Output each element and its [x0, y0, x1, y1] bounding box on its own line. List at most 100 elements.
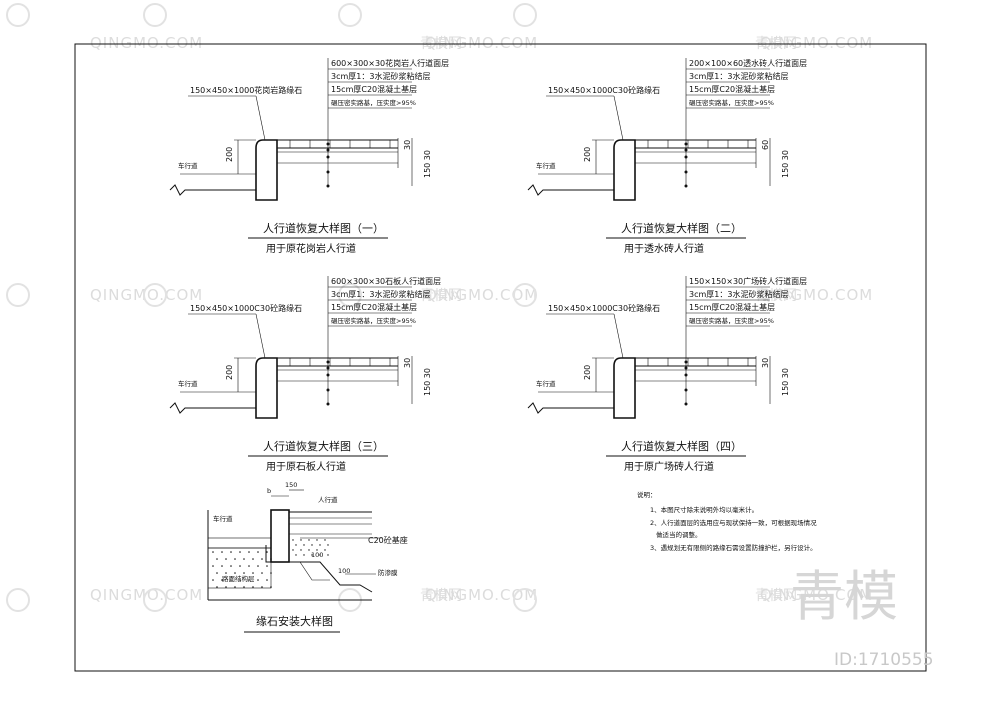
detail-subtitle: 用于原石板人行道	[266, 460, 346, 473]
dim-right-label: 30	[403, 358, 412, 368]
hatch-dot	[252, 586, 254, 588]
hatch-dot	[257, 565, 259, 567]
layer-label-4: 碾压密实路基，压实度>95%	[331, 316, 416, 325]
sidewalk-detail-2: 车行道150×450×1000C30砼路缘石200×100×60透水砖人行道面层…	[527, 58, 807, 255]
watermark-logo-text: QINGMO.COM	[760, 286, 873, 304]
note-item-1: 1、本图尺寸除未说明外均以毫米计。	[650, 505, 758, 514]
road-label: 车行道	[536, 161, 556, 170]
hatch-dot	[257, 579, 259, 581]
install-walk-label: 人行道	[318, 495, 338, 504]
layer-label-4: 碾压密实路基，压实度>95%	[331, 98, 416, 107]
leader-dot	[684, 373, 688, 377]
notes-block: 说明： 1、本图尺寸除未说明外均以毫米计。 2、人行道面层的选用应与现状保持一致…	[637, 490, 817, 552]
hatch-dot	[292, 539, 294, 541]
hatch-dot	[212, 565, 214, 567]
hatch-dot	[327, 554, 329, 556]
curb-install-detail: b 150 100 100 车行道 人行道 C20砼基座 路面结构层 防渗膜 缘…	[207, 481, 408, 633]
watermark-logo-text: QINGMO.COM	[760, 586, 873, 604]
curb-callout: 150×450×1000C30砼路缘石	[548, 85, 660, 95]
detail-title: 人行道恢复大样图（一）	[263, 221, 384, 235]
notes-heading: 说明：	[637, 490, 657, 499]
install-base-label: C20砼基座	[368, 535, 408, 545]
hatch-dot	[311, 554, 313, 556]
hatch-dot	[266, 565, 268, 567]
layer-label-4: 碾压密实路基，压实度>95%	[689, 316, 774, 325]
watermark-logo-icon	[338, 283, 362, 307]
layer-label-2: 3cm厚1：3水泥砂浆粘结层	[331, 71, 430, 81]
hatch-dot	[221, 551, 223, 553]
install-membrane-label: 防渗膜	[378, 568, 398, 577]
watermark-logo-text: QINGMO.COM	[425, 586, 538, 604]
watermark-logo-icon	[338, 3, 362, 27]
hatch-dot	[261, 572, 263, 574]
road-surface-line	[527, 402, 614, 414]
hatch-dot	[243, 558, 245, 560]
leader-dot	[684, 360, 688, 364]
curb-leader-d	[613, 95, 624, 141]
dim-right2-label: 150 30	[781, 368, 790, 396]
curb-callout: 150×450×1000C30砼路缘石	[190, 303, 302, 313]
road-label: 车行道	[178, 161, 198, 170]
hatch-dot	[261, 558, 263, 560]
hatch-dot	[303, 554, 305, 556]
hatch-dot	[300, 539, 302, 541]
dim-right-label: 60	[761, 140, 770, 150]
leader-dot	[326, 366, 330, 370]
big-watermark: 青模	[790, 565, 898, 628]
leader-dot	[326, 388, 330, 392]
watermark-logo-icon	[6, 3, 30, 27]
watermark-logo-icon	[513, 283, 537, 307]
road-surface-line	[169, 184, 256, 196]
layer-label-2: 3cm厚1：3水泥砂浆粘结层	[689, 71, 788, 81]
curb-callout: 150×450×1000花岗岩路缘石	[190, 85, 302, 95]
layer-label-1: 600×300×30花岗岩人行道面层	[331, 58, 449, 68]
hatch-dot	[248, 565, 250, 567]
dim-height-label: 200	[225, 147, 234, 162]
detail-subtitle: 用于原广场砖人行道	[624, 460, 714, 473]
road-label: 车行道	[536, 379, 556, 388]
watermark-logo-icon	[143, 3, 167, 27]
layer-label-3: 15cm厚C20混凝土基层	[331, 302, 417, 312]
road-surface-layer	[207, 537, 272, 549]
layer-label-3: 15cm厚C20混凝土基层	[689, 302, 775, 312]
leader-dot	[326, 155, 330, 159]
hatch-dot	[234, 572, 236, 574]
layer-label-3: 15cm厚C20混凝土基层	[331, 84, 417, 94]
hatch-dot	[270, 572, 272, 574]
hatch-dot	[252, 558, 254, 560]
hatch-dot	[324, 549, 326, 551]
watermark-layer: QINGMO.COM青模网QINGMO.COM青模网QINGMO.COM青模网Q…	[6, 3, 873, 612]
sidewalk-detail-3: 车行道150×450×1000C30砼路缘石600×300×30石板人行道面层3…	[169, 276, 441, 473]
layer-label-2: 3cm厚1：3水泥砂浆粘结层	[331, 289, 430, 299]
curb-stone	[613, 357, 636, 419]
c20-base-outline	[265, 545, 373, 593]
curb-stone	[613, 139, 636, 201]
hatch-dot	[221, 565, 223, 567]
leader-dot	[326, 148, 330, 152]
leader-dot	[684, 402, 688, 406]
hatch-dot	[212, 551, 214, 553]
detail-title: 人行道恢复大样图（二）	[621, 221, 742, 235]
leader-dot	[684, 155, 688, 159]
layer-label-1: 150×150×30广场砖人行道面层	[689, 276, 807, 286]
hatch-dot	[261, 586, 263, 588]
hatch-dot	[295, 544, 297, 546]
watermark-cn-text: 青模网	[420, 288, 462, 304]
hatch-dot	[300, 549, 302, 551]
hatch-dot	[319, 554, 321, 556]
hatch-dot	[230, 551, 232, 553]
hatch-dot	[230, 565, 232, 567]
detail-group: 车行道 150×450×1000花岗岩路缘石 600×300×30花岗岩人行道面层 3…	[169, 58, 807, 473]
hatch-dot	[216, 572, 218, 574]
hatch-dot	[248, 579, 250, 581]
layer-label-3: 15cm厚C20混凝土基层	[689, 84, 775, 94]
leader-dot	[684, 170, 688, 174]
dim-150-label: 150	[285, 481, 297, 489]
hatch-dot	[252, 572, 254, 574]
watermark-logo-text: QINGMO.COM	[425, 286, 538, 304]
hatch-dot	[230, 579, 232, 581]
dim-right2-label: 150 30	[423, 150, 432, 178]
curb-leader-d	[613, 313, 624, 359]
hatch-dot	[212, 579, 214, 581]
